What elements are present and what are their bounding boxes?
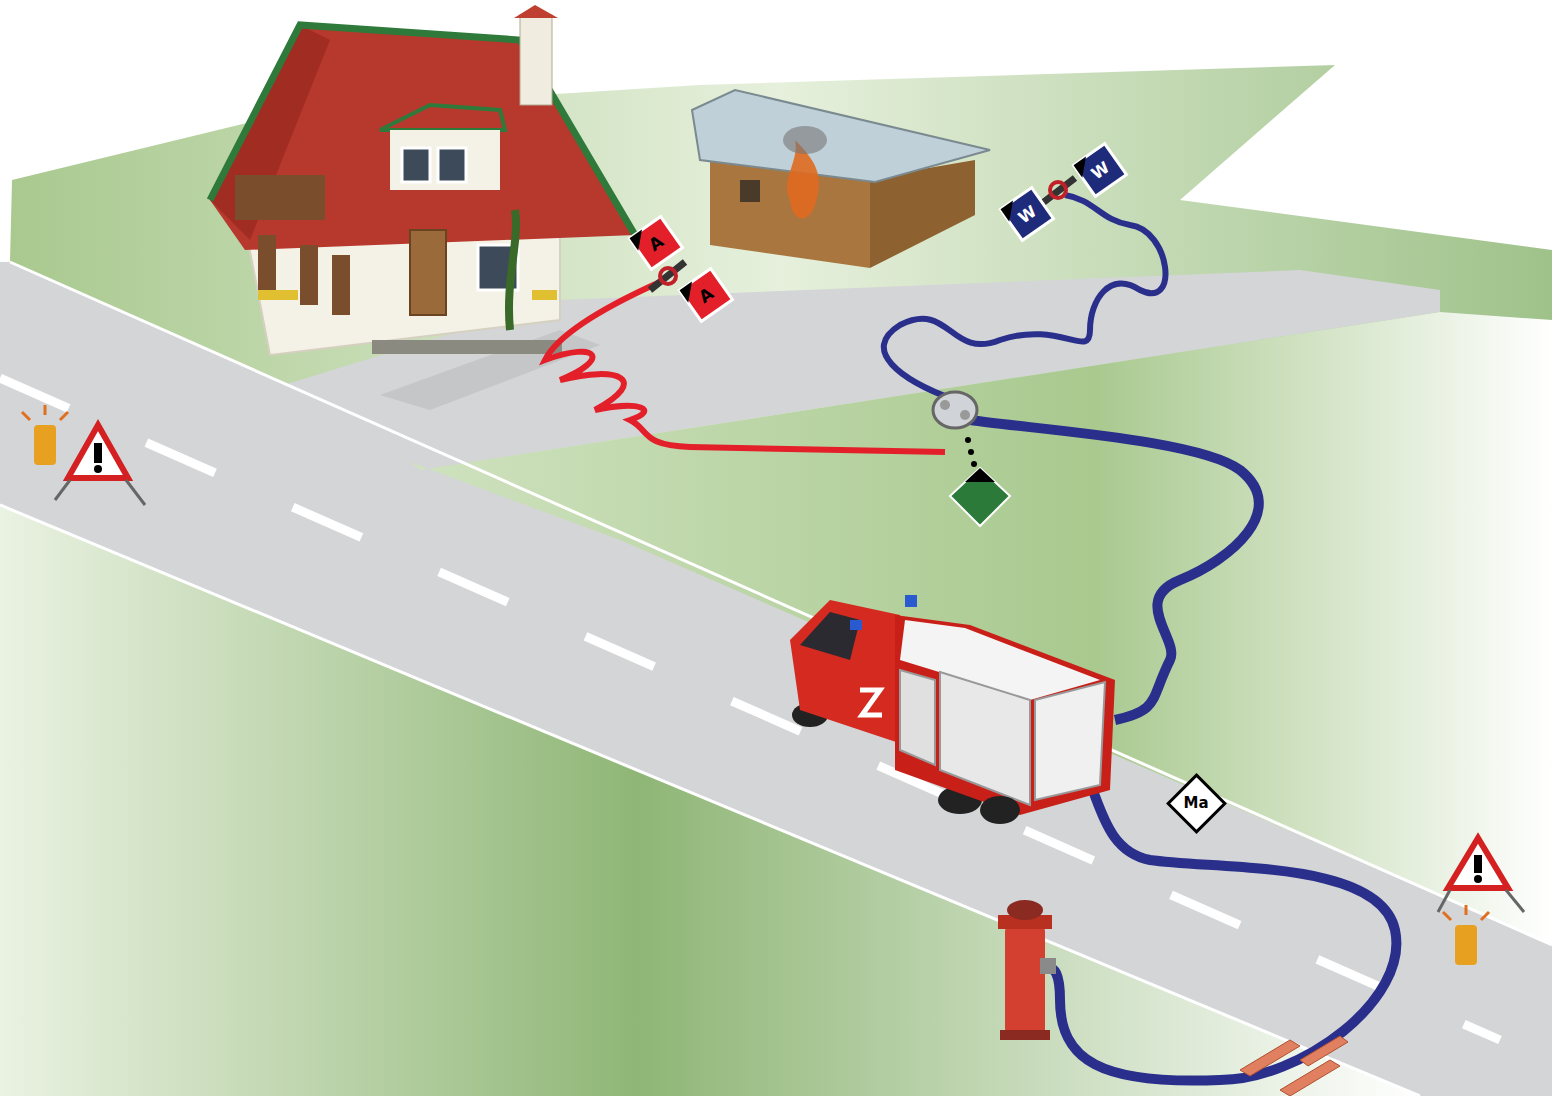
blue-hose: [884, 195, 1166, 400]
hose-marker-a: A: [630, 217, 683, 270]
distributor: [933, 392, 1010, 526]
red-hose: [545, 282, 945, 452]
warning-triangle: [1438, 838, 1524, 912]
center-line: [0, 378, 1500, 1040]
grass-field: [410, 312, 1552, 945]
road: [0, 262, 1552, 1096]
nozzle: [1040, 178, 1075, 205]
road-edge: [10, 262, 1552, 945]
warning-triangle: [55, 425, 145, 505]
warning-lamp: [22, 405, 68, 465]
suction-hose: [1045, 765, 1396, 1081]
fire-truck: [790, 595, 1115, 824]
machinist-marker: Ma: [1167, 774, 1226, 833]
hose-bridge: [1240, 1036, 1348, 1096]
burning-shed: [692, 90, 990, 268]
house: [210, 5, 635, 355]
hose-marker-w: W: [1074, 144, 1127, 197]
hose-marker-a: A: [680, 269, 733, 322]
hydrant: [998, 900, 1056, 1040]
hose-marker-w: W: [1001, 188, 1054, 241]
road-edge: [0, 505, 1420, 1096]
marker-letter: Ma: [1183, 794, 1208, 812]
warning-lamp: [1443, 905, 1489, 965]
